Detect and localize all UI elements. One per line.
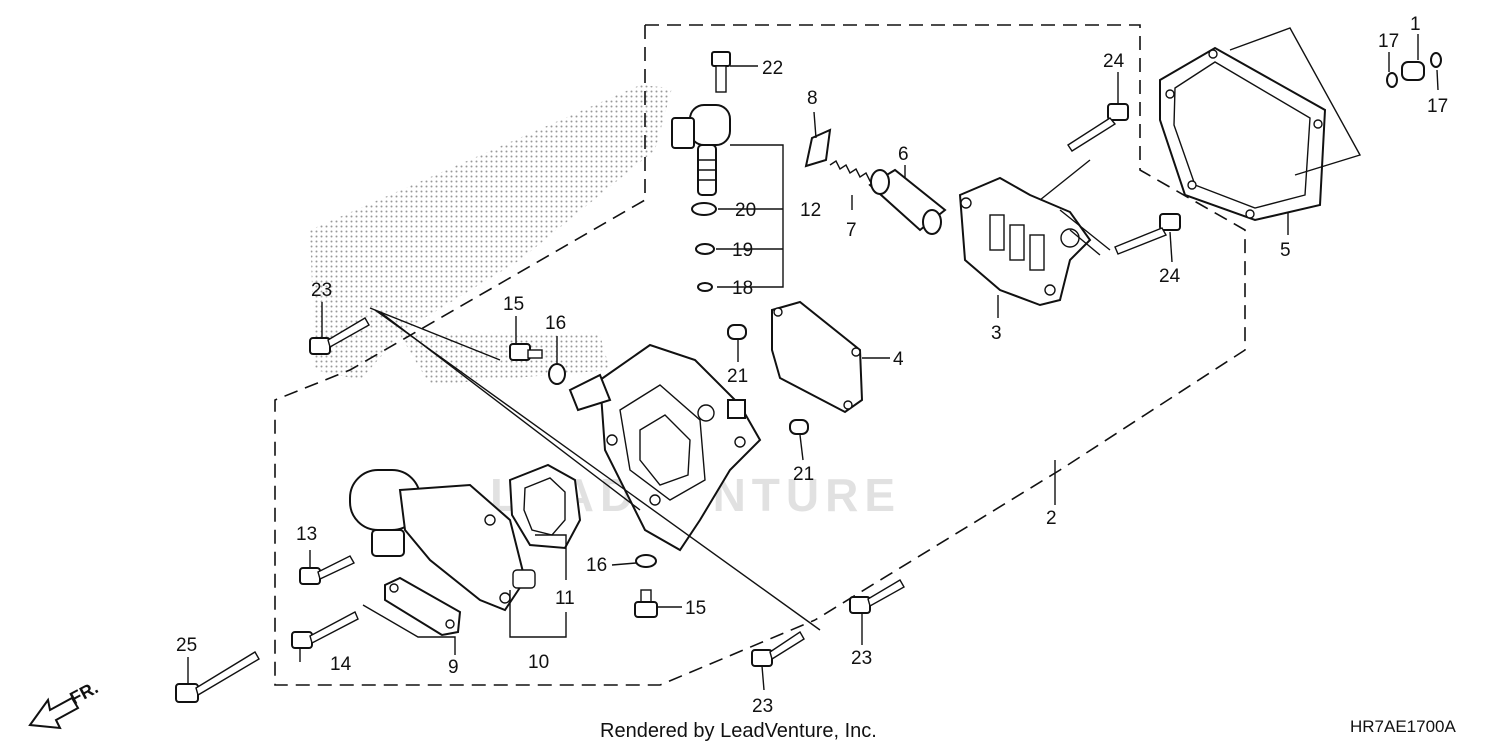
callout-9: 9 [448,657,459,678]
bolt-23-lower-right[interactable] [849,579,905,614]
callout-16-lower: 16 [586,555,607,576]
assembly-outline-top [274,25,816,686]
plug-1[interactable] [1401,61,1425,81]
callout-17-left: 17 [1378,31,1399,52]
callout-6: 6 [898,144,909,165]
bolt-13[interactable] [299,555,355,585]
gasket-5[interactable] [1159,46,1327,222]
leader-lines [187,27,1439,691]
solenoid-valve-10[interactable] [349,469,536,612]
callout-15-lower: 15 [685,598,706,619]
callout-2: 2 [1046,508,1057,529]
callout-16-upper: 16 [545,313,566,334]
spool-valve-6[interactable] [868,168,947,235]
valve-cover-3[interactable] [958,176,1092,307]
o-ring-18[interactable] [697,282,713,292]
callout-13: 13 [296,524,317,545]
washer-16-lower[interactable] [635,554,657,568]
washer-16-upper[interactable] [548,363,566,385]
washer-17-right[interactable] [1430,52,1442,68]
callout-1: 1 [1410,14,1421,35]
spring-7[interactable] [829,159,877,183]
dowel-pin-21-upper[interactable] [727,324,747,340]
callout-3: 3 [991,323,1002,344]
bolt-22[interactable] [711,51,731,93]
stipple-shading-lower [400,335,610,385]
separator-plate-4[interactable] [771,300,864,414]
bolt-24-lower[interactable] [1114,213,1181,255]
callout-23-lower-middle: 23 [752,696,773,717]
callout-4: 4 [893,349,904,370]
callout-labels: 1 2 3 4 5 6 7 8 9 10 11 12 13 14 15 15 1… [176,14,1448,717]
bolt-15-upper[interactable] [509,343,543,361]
callout-23-upper-left: 23 [311,280,332,301]
front-direction-arrow: FR. [28,677,101,730]
callout-21-upper: 21 [727,366,748,387]
callout-8: 8 [807,88,818,109]
assembly-outline-right [645,24,1246,621]
bolt-23-upper-left[interactable] [309,317,370,355]
dowel-pin-21-lower[interactable] [789,419,809,435]
bolt-23-lower-middle[interactable] [751,631,805,667]
o-ring-20[interactable] [691,202,717,216]
gasket-11[interactable] [508,463,582,550]
callout-18: 18 [732,278,753,299]
o-ring-19[interactable] [695,243,715,255]
bolt-25[interactable] [175,651,260,703]
valve-body-2[interactable] [568,343,762,552]
callout-19: 19 [732,240,753,261]
callout-15-upper: 15 [503,294,524,315]
bracket-plate-9[interactable] [384,576,462,637]
filter-8[interactable] [804,128,832,168]
stipple-shading [310,85,672,380]
callout-22: 22 [762,58,783,79]
solenoid-sensor-12[interactable] [671,104,731,196]
callout-20: 20 [735,200,756,221]
callout-21-lower: 21 [793,464,814,485]
callout-5: 5 [1280,240,1291,261]
bolt-24-upper[interactable] [1067,103,1129,152]
bolt-14[interactable] [291,611,359,649]
callout-10: 10 [528,652,549,673]
callout-11: 11 [555,588,575,609]
callout-14: 14 [330,654,352,675]
callout-23-lower-right: 23 [851,648,872,669]
rendered-by-credit: Rendered by LeadVenture, Inc. [600,720,877,742]
washer-17-left[interactable] [1386,72,1398,88]
callout-7: 7 [846,220,857,241]
callout-25: 25 [176,635,197,656]
callout-12: 12 [800,200,821,221]
callout-24-lower: 24 [1159,266,1181,287]
diagram-code: HR7AE1700A [1350,717,1456,736]
callout-24-upper: 24 [1103,51,1125,72]
bolt-15-lower[interactable] [634,589,658,618]
callout-17-right: 17 [1427,96,1448,117]
